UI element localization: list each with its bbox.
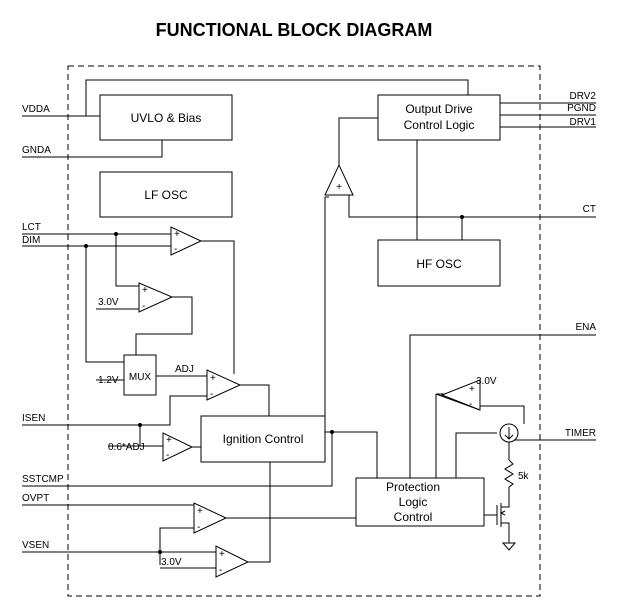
output-drive-label-line1: Output Drive <box>405 102 473 116</box>
junction-dot <box>114 232 118 236</box>
svg-text:+: + <box>174 229 180 240</box>
transistor-icon <box>496 500 510 527</box>
pin-drv1: DRV1 <box>570 117 597 128</box>
pin-vsen: VSEN <box>22 540 49 551</box>
comparator-timer-3v: + - <box>435 379 481 411</box>
ref-3v-dim: 3.0V <box>98 297 119 308</box>
svg-text:-: - <box>166 450 169 461</box>
ref-adj: ADJ <box>175 364 194 375</box>
comparator-isen-06adj: + - <box>162 432 194 462</box>
svg-text:-: - <box>219 565 222 576</box>
pin-ena: ENA <box>575 322 596 333</box>
ref-5k: 5k <box>518 471 530 482</box>
junction-dot <box>330 430 334 434</box>
pin-gnda: GNDA <box>22 145 51 156</box>
pin-ovpt: OVPT <box>22 493 49 504</box>
svg-text:+: + <box>210 373 216 384</box>
protection-label-line2: Logic <box>399 495 428 509</box>
svg-text:-: - <box>197 522 200 533</box>
svg-text:-: - <box>469 399 472 410</box>
pin-lct: LCT <box>22 222 41 233</box>
ground-icon <box>501 542 517 551</box>
ref-1-2v: 1.2V <box>98 375 119 386</box>
ref-3v-vsen: 3.0V <box>161 557 182 568</box>
output-buffer-triangle: + <box>324 163 354 196</box>
comparator-ovpt: + - <box>193 502 228 534</box>
lf-osc-block: LF OSC <box>99 171 233 218</box>
svg-text:-: - <box>210 389 213 400</box>
pin-vdda: VDDA <box>22 104 50 115</box>
uvlo-block: UVLO & Bias <box>99 94 233 141</box>
ref-0-6adj: 0.6*ADJ <box>108 442 145 453</box>
junction-dot <box>138 423 142 427</box>
pin-dim: DIM <box>22 235 40 246</box>
output-drive-block: Output Drive Control Logic <box>377 94 501 141</box>
svg-text:-: - <box>174 244 177 255</box>
protection-label-line1: Protection <box>386 480 440 494</box>
pin-ct: CT <box>583 204 596 215</box>
comparator-isen-adj: + - <box>206 369 242 401</box>
pin-pgnd: PGND <box>567 103 596 114</box>
pin-timer: TIMER <box>565 428 596 439</box>
svg-text:+: + <box>469 384 475 395</box>
ignition-control-label: Ignition Control <box>223 432 304 446</box>
junction-dot <box>158 550 162 554</box>
comparator-vsen: + - <box>215 545 250 578</box>
svg-text:+: + <box>336 182 342 193</box>
protection-logic-block: Protection Logic Control <box>355 477 485 527</box>
pin-drv2: DRV2 <box>570 91 597 102</box>
mux-block: MUX <box>123 354 157 396</box>
comparator-lct-dim: + - <box>170 226 203 256</box>
current-source-icon <box>499 423 519 443</box>
pin-sstcmp: SSTCMP <box>22 474 64 485</box>
svg-text:+: + <box>166 435 172 446</box>
protection-label-line3: Control <box>394 510 433 524</box>
ignition-control-block: Ignition Control <box>200 415 326 463</box>
svg-text:+: + <box>142 285 148 296</box>
mux-label: MUX <box>129 372 152 383</box>
output-drive-label-line2: Control Logic <box>404 118 475 132</box>
svg-text:+: + <box>197 506 203 517</box>
lf-osc-label: LF OSC <box>144 188 188 202</box>
page-title: FUNCTIONAL BLOCK DIAGRAM <box>156 20 433 40</box>
pin-isen: ISEN <box>22 413 45 424</box>
resistor-icon <box>504 459 514 488</box>
svg-text:+: + <box>219 549 225 560</box>
junction-dot <box>460 215 464 219</box>
ref-3v-timer: 3.0V <box>476 376 497 387</box>
comparator-dim-3v: + - <box>138 282 174 313</box>
hf-osc-block: HF OSC <box>377 239 501 287</box>
chip-boundary <box>67 65 541 597</box>
junction-dot <box>84 244 88 248</box>
hf-osc-label: HF OSC <box>416 257 462 271</box>
uvlo-label: UVLO & Bias <box>131 111 202 125</box>
svg-text:-: - <box>142 301 145 312</box>
wiring <box>22 79 596 569</box>
